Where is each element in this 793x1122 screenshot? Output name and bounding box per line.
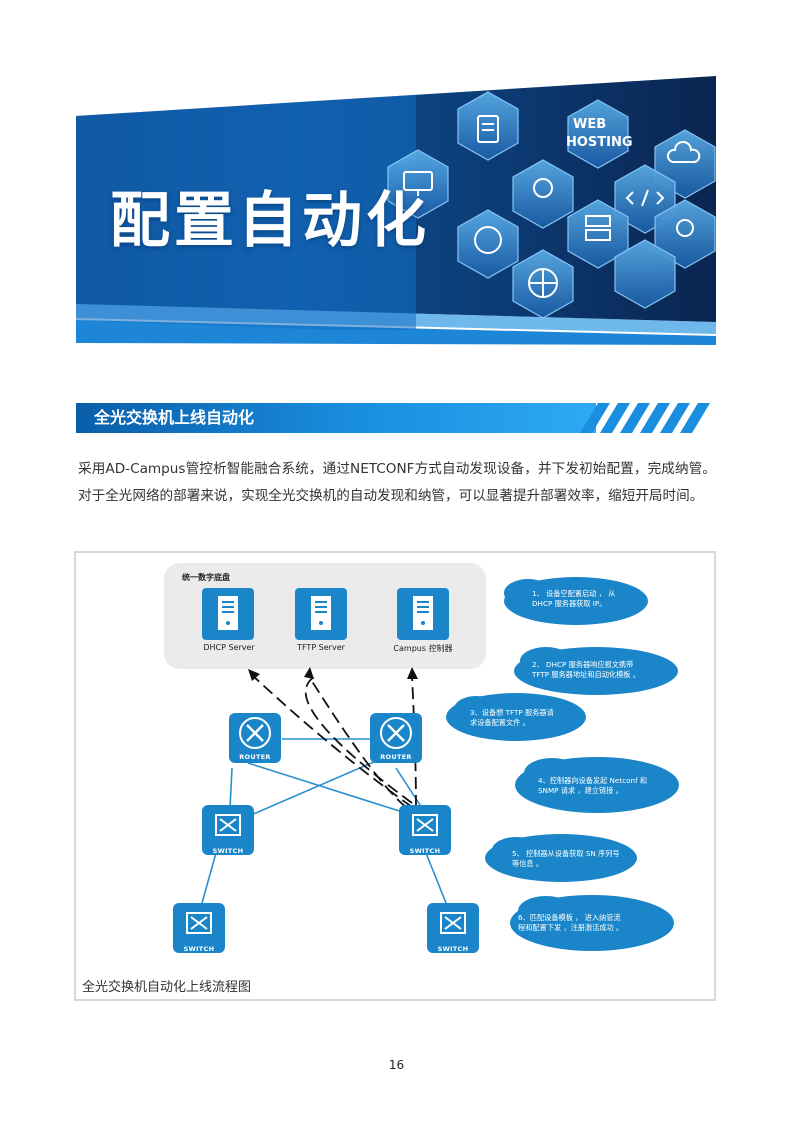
server-label-dhcp: DHCP Server bbox=[203, 643, 255, 652]
server-icon-campus bbox=[397, 588, 449, 640]
switch-label-bottom-left: SWITCH bbox=[183, 945, 215, 953]
step-1-text: 1、 设备空配置启动 ， 从 DHCP 服务器获取 IP。 bbox=[532, 589, 616, 608]
header-banner: WEB HOSTING 配置自动化 bbox=[0, 0, 793, 360]
router-icon-right bbox=[370, 713, 422, 763]
switch-icon-bottom-right bbox=[427, 903, 479, 953]
server-icon-tftp bbox=[295, 588, 347, 640]
step-5-text: 5、 控制器从设备获取 SN 序列号 等信息 。 bbox=[512, 849, 620, 868]
arrow-heads bbox=[248, 667, 418, 681]
router-label-right: ROUTER bbox=[380, 753, 412, 761]
step-4-text: 4、控制器向设备发起 Netconf 和 SNMP 请求 ，建立链接 。 bbox=[538, 776, 648, 795]
step-6-text: 6、匹配设备模板 ， 进入纳管流 程和配置下发 ，注册激活成功 。 bbox=[518, 913, 624, 932]
banner-graphic: WEB HOSTING bbox=[76, 76, 716, 345]
network-links bbox=[201, 738, 447, 904]
body-paragraph: 采用AD-Campus管控析智能融合系统，通过NETCONF方式自动发现设备，并… bbox=[78, 461, 716, 504]
router-label-left: ROUTER bbox=[239, 753, 271, 761]
step-3-text: 3、设备想 TFTP 服务器请 求设备配置文件 。 bbox=[470, 708, 554, 727]
server-group-label: 统一数字底盘 bbox=[182, 573, 230, 582]
network-diagram bbox=[164, 563, 679, 953]
step-bubbles bbox=[446, 577, 679, 951]
switch-icon-mid-right bbox=[399, 805, 451, 855]
switch-icon-bottom-left bbox=[173, 903, 225, 953]
switch-label-mid-right: SWITCH bbox=[409, 847, 441, 855]
tile-text-web: WEB bbox=[573, 117, 606, 132]
switch-icon-mid-left bbox=[202, 805, 254, 855]
router-icon-left bbox=[229, 713, 281, 763]
figure-caption: 全光交换机自动化上线流程图 bbox=[82, 980, 252, 995]
page-title: 配置自动化 bbox=[110, 186, 430, 256]
switch-label-mid-left: SWITCH bbox=[212, 847, 244, 855]
tile-text-hosting: HOSTING bbox=[566, 135, 633, 150]
section-stripes-decoration bbox=[580, 403, 710, 433]
section-header-bar bbox=[76, 403, 596, 433]
server-icon-dhcp bbox=[202, 588, 254, 640]
step-2-text: 2、 DHCP 服务器响应报文携带 TFTP 服务器地址和自动化模板 。 bbox=[532, 660, 640, 679]
section-title: 全光交换机上线自动化 bbox=[94, 408, 255, 427]
page-number: 16 bbox=[388, 1058, 405, 1072]
switch-label-bottom-right: SWITCH bbox=[437, 945, 469, 953]
server-label-tftp: TFTP Server bbox=[297, 643, 345, 652]
server-label-campus: Campus 控制器 bbox=[393, 644, 453, 653]
